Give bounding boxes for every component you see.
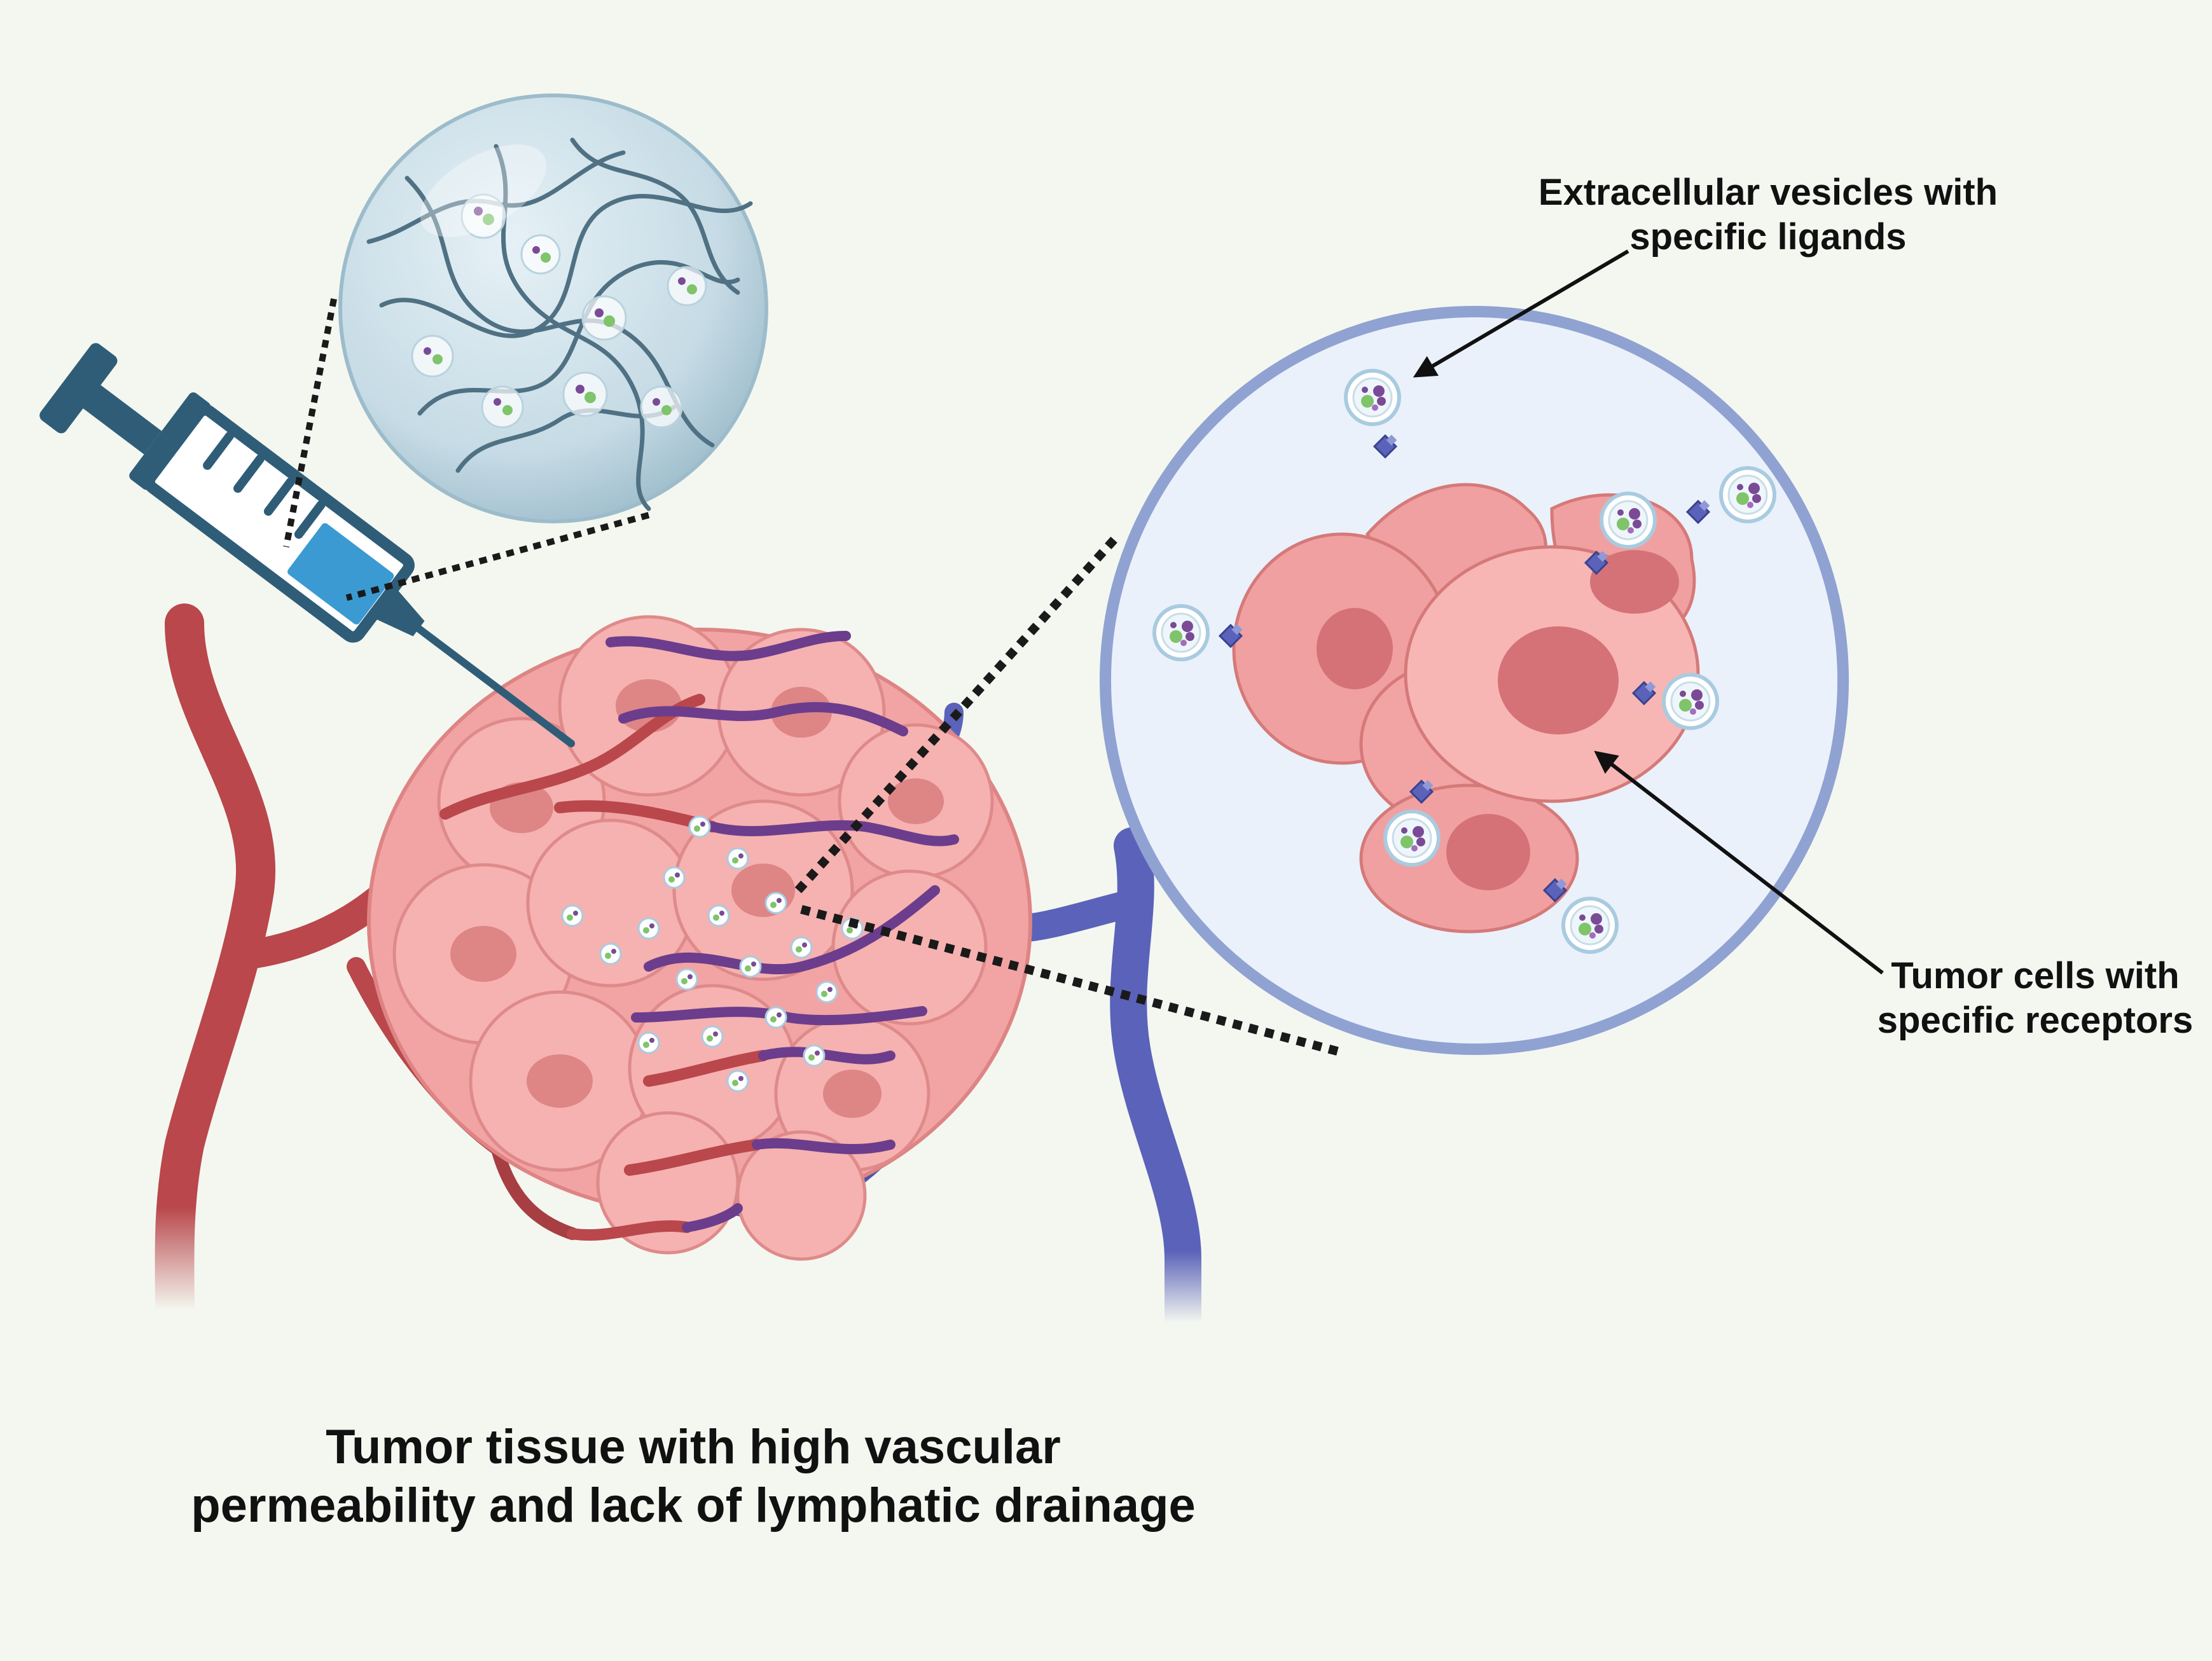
figure-caption-line1: Tumor tissue with high vascular (326, 1420, 1061, 1474)
label-tumor-cells-line2: specific receptors (1877, 1000, 2194, 1041)
zoom-circle (1100, 306, 1849, 1055)
label-tumor-cells: Tumor cells with specific receptors (1832, 954, 2212, 1043)
label-tumor-cells-line1: Tumor cells with (1891, 955, 2180, 996)
tumor-mass (367, 615, 1032, 1261)
syringe (39, 343, 576, 748)
label-extracellular-vesicles: Extracellular vesicles with specific lig… (1488, 170, 2048, 259)
label-extracellular-vesicles-line2: specific ligands (1629, 216, 1907, 258)
syringe-zoom-lines (283, 298, 650, 601)
tumor-zoom-lines (794, 534, 1343, 1057)
label-extracellular-vesicles-line1: Extracellular vesicles with (1538, 172, 1998, 213)
figure-caption: Tumor tissue with high vascular permeabi… (102, 1418, 1285, 1535)
callout-arrows (1413, 249, 1884, 975)
figure-caption-line2: permeability and lack of lymphatic drain… (191, 1478, 1196, 1533)
zoom-tumor-nuclei (1317, 550, 1679, 890)
tumor-capillaries (605, 631, 959, 1232)
hydrogel-sphere (338, 93, 768, 523)
